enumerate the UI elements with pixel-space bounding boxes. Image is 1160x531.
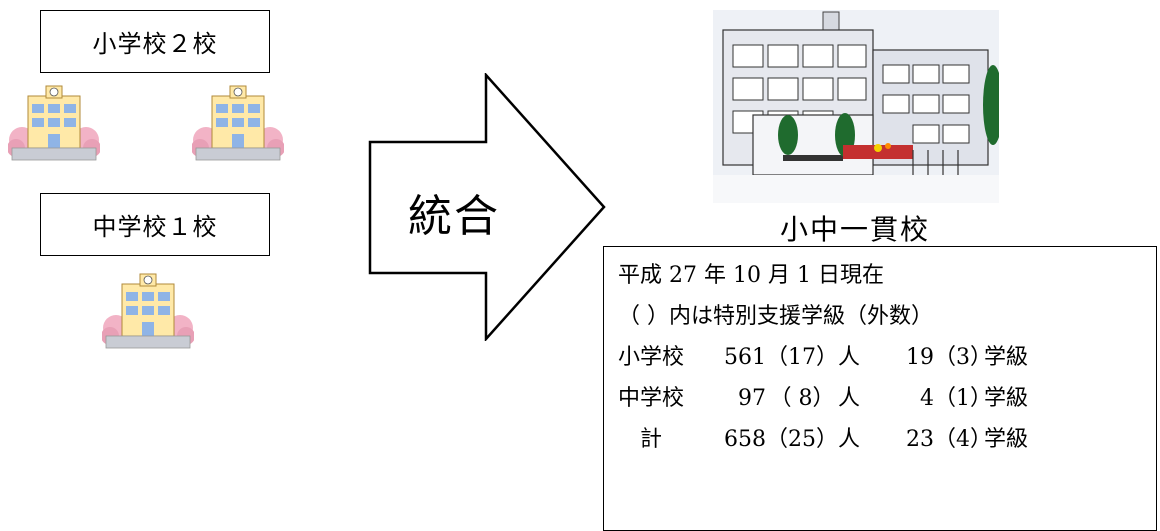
stats-row-classes-special: （4）: [934, 427, 992, 452]
stats-row-pupils-special: （25）: [766, 427, 838, 452]
stats-row-name: 計: [618, 427, 663, 452]
school-building-icon: [102, 273, 194, 349]
stats-row-junior-high: 中学校 97 （ 8） 人 4 （1） 学級: [618, 378, 1156, 419]
stats-row-classes-unit: 学級: [984, 427, 1029, 452]
stats-note-line: （ ）内は特別支援学級（外数）: [618, 304, 933, 329]
stats-row-pupils: 658: [724, 427, 766, 452]
merge-arrow: [368, 73, 606, 341]
stats-row-classes: 4: [920, 386, 934, 411]
stats-row-pupils-unit: 人: [838, 386, 861, 411]
stats-row-classes: 23: [906, 427, 934, 452]
enrollment-stats-box: 平成 27 年 10 月 1 日現在 （ ）内は特別支援学級（外数） 小学校 5…: [603, 246, 1157, 531]
stats-row-classes-unit: 学級: [984, 345, 1029, 370]
stats-row-pupils-unit: 人: [838, 345, 861, 370]
stats-row-pupils-special: （17）: [766, 345, 838, 370]
stats-row-classes-special: （3）: [934, 345, 992, 370]
stats-row-name: 中学校: [618, 386, 685, 411]
junior-high-school-label: 中学校１校: [40, 193, 270, 256]
stats-row-total: 計 658 （25） 人 23 （4） 学級: [618, 419, 1156, 460]
school-building-icon: [8, 85, 100, 161]
elementary-schools-label: 小学校２校: [40, 10, 270, 73]
stats-row-pupils-unit: 人: [838, 427, 861, 452]
stats-row-elementary: 小学校 561 （17） 人 19 （3） 学級: [618, 337, 1156, 378]
school-building-icon: [192, 85, 284, 161]
integrated-school-building-illustration: [713, 10, 999, 203]
stats-date-line: 平成 27 年 10 月 1 日現在: [618, 263, 884, 288]
stats-row-pupils-special: （ 8）: [769, 386, 835, 411]
stats-row-classes: 19: [906, 345, 934, 370]
stats-row-pupils: 97: [738, 386, 766, 411]
stats-row-name: 小学校: [618, 345, 685, 370]
stats-row-classes-unit: 学級: [984, 386, 1029, 411]
stats-row-classes-special: （1）: [934, 386, 992, 411]
merge-label: 統合: [408, 191, 500, 242]
integrated-school-caption: 小中一貫校: [780, 213, 931, 246]
junior-high-school-text: 中学校１校: [92, 213, 218, 241]
elementary-schools-text: 小学校２校: [92, 30, 218, 58]
stats-row-pupils: 561: [724, 345, 766, 370]
